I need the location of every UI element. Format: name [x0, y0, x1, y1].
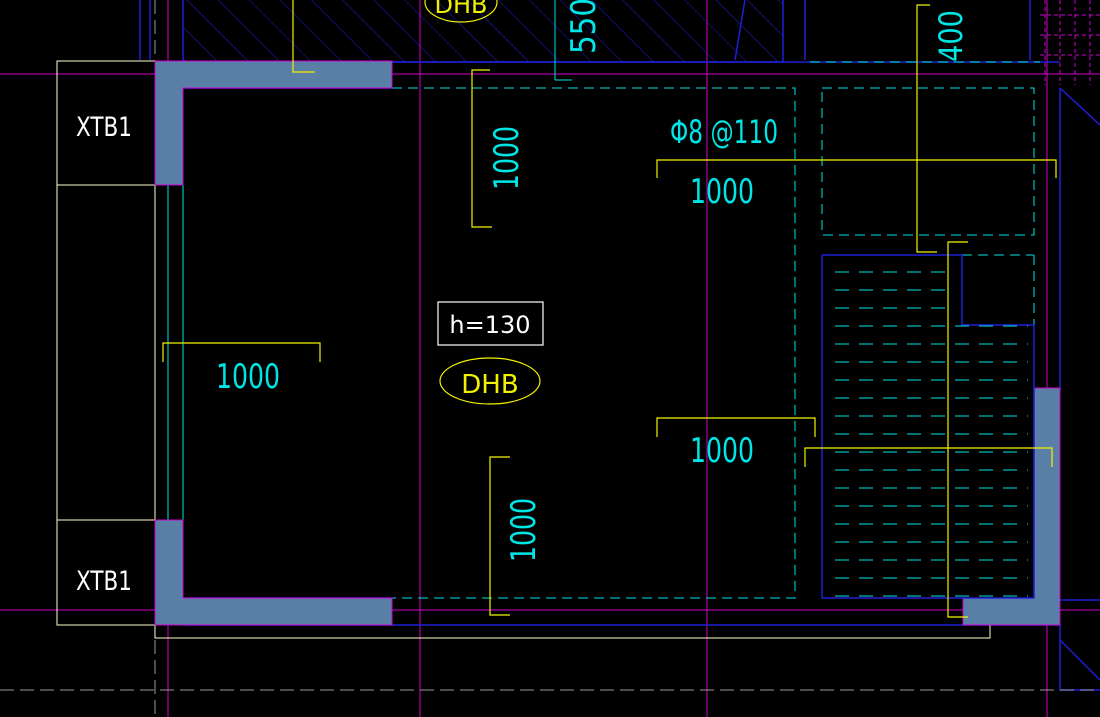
xtb-outline: [56, 60, 991, 639]
dhb-label-center: DHB: [461, 370, 518, 400]
dimension-bottom-right-horizontal: 1000: [690, 431, 754, 471]
dimension-left-horizontal: 1000: [216, 357, 280, 397]
dhb-ellipse-center: [439, 357, 541, 405]
dimension-bottom-vertical: 1000: [504, 498, 544, 562]
dimension-top-right-horizontal: 1000: [690, 172, 754, 212]
rebar-spec-label: Φ8 @110: [670, 113, 778, 151]
dimension-400: 400: [932, 10, 970, 62]
xtb-label-bottom: XTB1: [76, 566, 132, 597]
dimension-top-vertical: 1000: [487, 126, 527, 190]
hatched-slab-top: [182, 0, 784, 63]
dhb-label-top: DHB: [435, 0, 488, 19]
slab-thickness-label: h=130: [449, 311, 530, 339]
rebar-lines: [162, 0, 1057, 618]
dimension-550: 550: [564, 0, 604, 54]
dhb-ellipse-top: [424, 0, 498, 23]
column-fills: [155, 61, 1060, 625]
xtb-label-top: XTB1: [76, 112, 132, 143]
void-region: [821, 254, 1035, 599]
tile-grid-top-right: [1040, 0, 1100, 85]
slab-thickness-box: [437, 301, 544, 346]
